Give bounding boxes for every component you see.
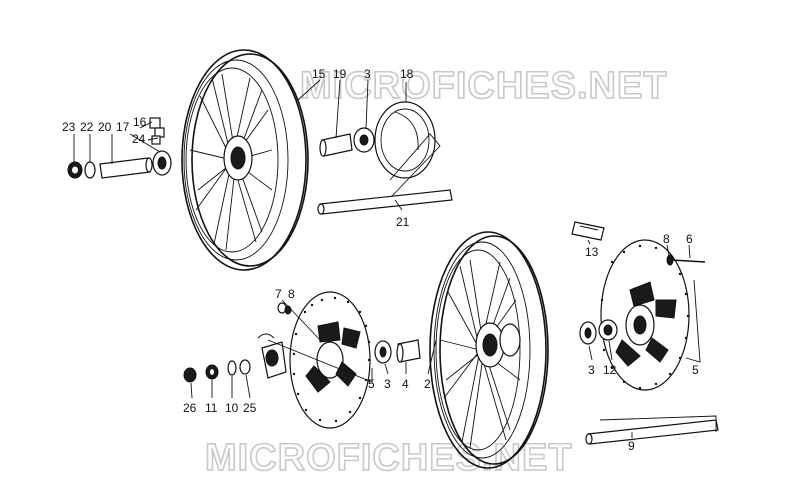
label-10: 10 bbox=[225, 401, 239, 415]
label-20: 20 bbox=[98, 120, 112, 134]
label-9: 9 bbox=[628, 439, 635, 453]
left-hub-small-parts bbox=[257, 302, 292, 379]
label-3-top: 3 bbox=[364, 67, 371, 81]
rear-axle bbox=[585, 419, 719, 445]
label-3-right: 3 bbox=[588, 363, 595, 377]
label-13: 13 bbox=[585, 245, 599, 259]
label-22: 22 bbox=[80, 120, 94, 134]
rear-wheel bbox=[429, 231, 549, 469]
label-8-right: 8 bbox=[663, 232, 670, 246]
label-19: 19 bbox=[333, 67, 347, 81]
left-brake-disc bbox=[289, 291, 371, 429]
leader-lines bbox=[73, 79, 717, 438]
label-2: 2 bbox=[424, 377, 431, 391]
label-25: 25 bbox=[243, 401, 257, 415]
label-21: 21 bbox=[396, 215, 410, 229]
center-hub-parts bbox=[374, 339, 421, 364]
right-brake-disc bbox=[600, 239, 690, 391]
label-11: 11 bbox=[205, 401, 218, 415]
label-24: 24 bbox=[132, 132, 146, 146]
watermark-top: MICROFICHES.NET bbox=[300, 65, 668, 107]
label-16: 16 bbox=[133, 115, 147, 129]
label-12: 12 bbox=[603, 363, 617, 377]
label-3-center: 3 bbox=[384, 377, 391, 391]
bolt-6 bbox=[666, 254, 706, 266]
front-axle bbox=[317, 189, 453, 215]
rear-right-hub-parts bbox=[579, 319, 618, 345]
label-5-right: 5 bbox=[692, 363, 699, 377]
label-7: 7 bbox=[275, 287, 282, 301]
label-23: 23 bbox=[62, 120, 76, 134]
label-8-left: 8 bbox=[288, 287, 295, 301]
label-15: 15 bbox=[312, 67, 326, 81]
label-17: 17 bbox=[116, 120, 130, 134]
label-4: 4 bbox=[402, 377, 409, 391]
front-wheel bbox=[181, 49, 309, 271]
part-13-clip bbox=[571, 221, 605, 241]
label-6: 6 bbox=[686, 232, 693, 246]
label-5-left: 5 bbox=[368, 377, 375, 391]
axle-nut-stack bbox=[183, 359, 251, 383]
label-26: 26 bbox=[183, 401, 197, 415]
watermark-bottom: MICROFICHES.NET bbox=[205, 437, 573, 479]
label-18: 18 bbox=[400, 67, 414, 81]
front-right-hub-parts bbox=[319, 101, 436, 179]
front-left-hub-parts bbox=[67, 117, 172, 179]
